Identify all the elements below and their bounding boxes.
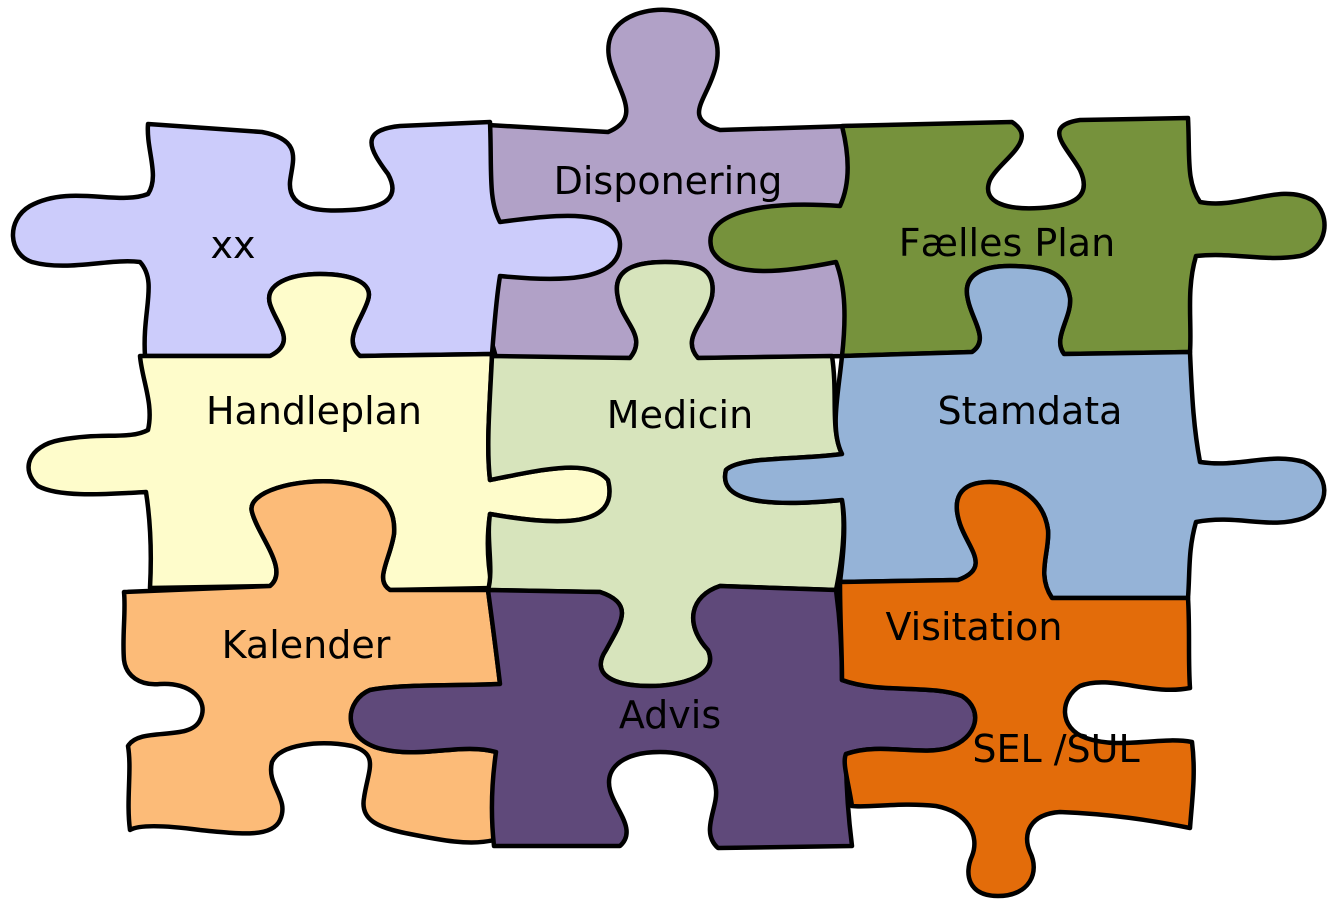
piece-advis [348, 583, 978, 851]
label-advis: Advis [619, 693, 721, 737]
label-faelles-plan: Fælles Plan [899, 221, 1115, 265]
piece-visitation [837, 479, 1196, 899]
label-xx: xx [211, 223, 256, 267]
piece-visitation-shape [837, 479, 1196, 899]
label-visitation: Visitation [885, 605, 1062, 649]
label-handleplan: Handleplan [206, 389, 422, 433]
piece-stamdata [722, 263, 1327, 601]
piece-stamdata-shape [722, 263, 1327, 601]
label-kalender: Kalender [222, 623, 391, 667]
label-sel-sul: SEL /SUL [972, 727, 1139, 771]
label-stamdata: Stamdata [938, 389, 1123, 433]
piece-advis-shape [348, 583, 978, 851]
label-disponering: Disponering [554, 159, 783, 203]
label-medicin: Medicin [607, 393, 753, 437]
piece-faelles-plan-shape [708, 115, 1327, 359]
piece-faelles-plan [708, 115, 1327, 359]
